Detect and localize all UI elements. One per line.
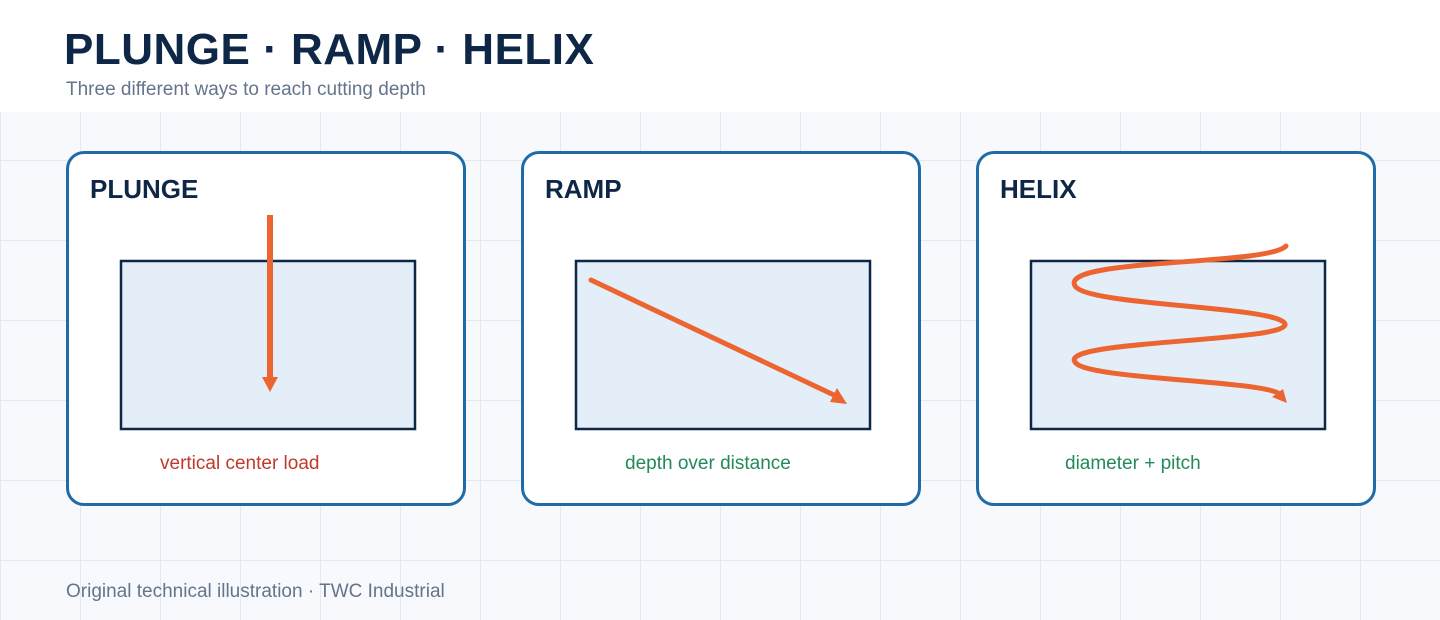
panel-caption-helix: diameter + pitch: [1065, 453, 1201, 474]
page-title: PLUNGE · RAMP · HELIX: [64, 25, 595, 74]
header: PLUNGE · RAMP · HELIX Three different wa…: [0, 0, 1440, 112]
ramp-diagram: [574, 259, 872, 431]
panel-plunge: PLUNGE vertical center load: [66, 151, 466, 506]
panel-title-helix: HELIX: [1000, 174, 1077, 204]
helix-toolpath-icon: [1071, 243, 1289, 403]
panel-helix: HELIX diameter + pitch: [976, 151, 1376, 506]
ramp-toolpath-icon: [588, 277, 847, 404]
helix-diagram: [1029, 243, 1327, 431]
panel-title-plunge: PLUNGE: [90, 174, 199, 204]
panel-title-ramp: RAMP: [545, 174, 622, 204]
plunge-diagram: [119, 215, 417, 431]
page-subtitle: Three different ways to reach cutting de…: [66, 79, 426, 100]
footer-credit: Original technical illustration · TWC In…: [66, 581, 445, 602]
panel-caption-plunge: vertical center load: [160, 453, 320, 474]
panel-caption-ramp: depth over distance: [625, 453, 791, 474]
panel-ramp: RAMP depth over distance: [521, 151, 921, 506]
plunge-toolpath-icon: [262, 215, 278, 392]
